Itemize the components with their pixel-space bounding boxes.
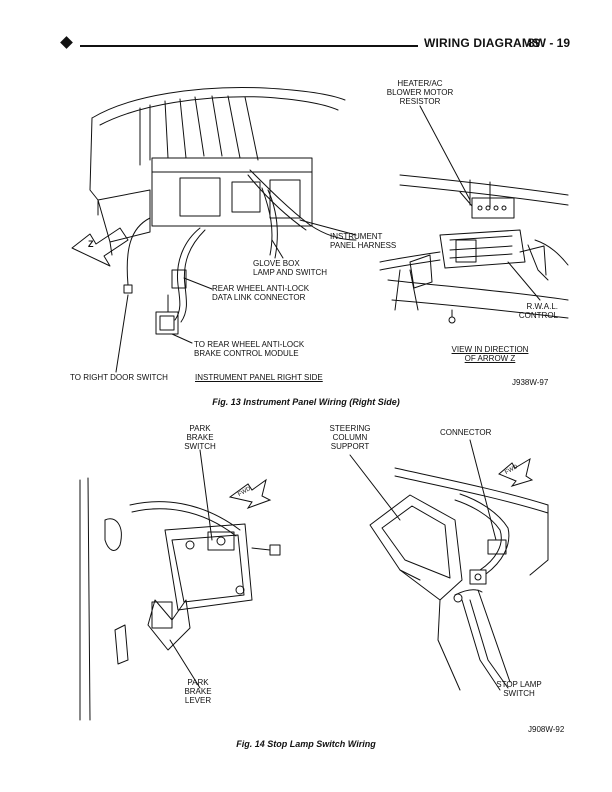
fig14-caption: Fig. 14 Stop Lamp Switch Wiring bbox=[236, 739, 376, 749]
label-stop-lamp-switch: STOP LAMP SWITCH bbox=[496, 680, 542, 698]
label-rwal-brake-module: TO REAR WHEEL ANTI-LOCK BRAKE CONTROL MO… bbox=[194, 340, 305, 358]
header-page-number: 8W - 19 bbox=[528, 36, 571, 50]
fwd-arrow-right-icon bbox=[499, 459, 532, 486]
label-glove-box-lamp-switch: GLOVE BOX LAMP AND SWITCH bbox=[253, 259, 328, 277]
fig14-code: J908W-92 bbox=[528, 725, 565, 734]
fig13-caption: Fig. 13 Instrument Panel Wiring (Right S… bbox=[212, 397, 400, 407]
label-rwal-data-link-connector: REAR WHEEL ANTI-LOCK DATA LINK CONNECTOR bbox=[212, 284, 310, 302]
fwd-arrow-left-icon bbox=[230, 480, 270, 508]
fig13-code: J938W-97 bbox=[512, 378, 549, 387]
arrow-z-icon: Z bbox=[88, 239, 94, 249]
instrument-panel-drawing bbox=[72, 87, 356, 372]
label-instrument-panel-harness: INSTRUMENT PANEL HARNESS bbox=[330, 232, 397, 250]
label-view-direction-arrow-z: VIEW IN DIRECTION OF ARROW Z bbox=[451, 345, 529, 363]
header-title: WIRING DIAGRAMS bbox=[424, 36, 541, 50]
label-rwal-control: R.W.A.L. CONTROL bbox=[518, 302, 558, 320]
stop-lamp-drawing bbox=[350, 440, 548, 690]
park-brake-drawing bbox=[80, 450, 280, 720]
label-right-door-switch: TO RIGHT DOOR SWITCH bbox=[70, 373, 168, 382]
label-connector: CONNECTOR bbox=[440, 428, 492, 437]
label-park-brake-lever: PARK BRAKE LEVER bbox=[184, 678, 212, 705]
view-arrow-z-drawing bbox=[380, 106, 568, 323]
label-park-brake-switch: PARK BRAKE SWITCH bbox=[184, 424, 216, 451]
label-instrument-panel-right-side: INSTRUMENT PANEL RIGHT SIDE bbox=[195, 373, 323, 382]
label-steering-column-support: STEERING COLUMN SUPPORT bbox=[329, 424, 371, 451]
label-blower-motor-resistor: HEATER/AC BLOWER MOTOR RESISTOR bbox=[386, 79, 454, 106]
header-rule bbox=[80, 45, 418, 47]
